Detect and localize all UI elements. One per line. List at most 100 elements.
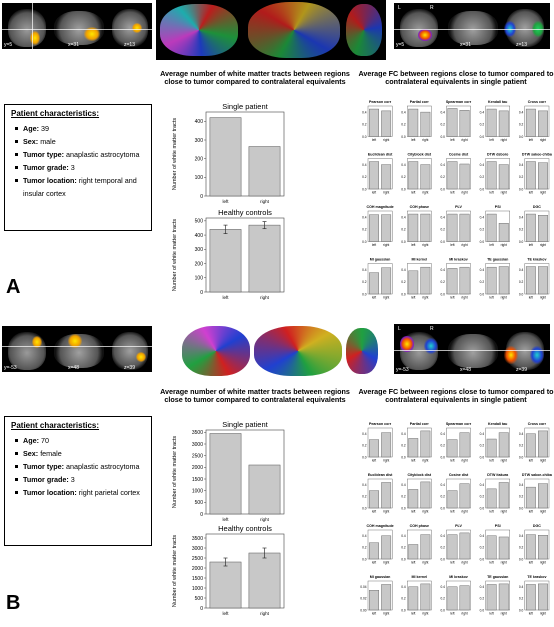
fc-y-tick-label: 0.0 (519, 608, 524, 612)
fc-bar (459, 266, 470, 295)
patient-tumor-location: Tumor location: right parietal cortex (15, 486, 151, 499)
fc-bar (538, 583, 548, 611)
fc-bar (459, 110, 470, 137)
fc-x-tick-label: right (461, 612, 467, 616)
fc-x-tick-label: right (461, 191, 467, 195)
fc-x-tick-label: right (422, 296, 428, 300)
fc-bar (525, 213, 536, 242)
fc-x-tick-label: left (450, 510, 454, 514)
fc-x-tick-label: left (490, 243, 494, 247)
fc-y-tick-label: 0.0 (480, 135, 485, 139)
fc-bar (447, 213, 458, 242)
fc-x-tick-label: left (411, 459, 415, 463)
fc-subplot-title: MI gaussian (370, 258, 391, 262)
fc-bar (447, 268, 458, 295)
fc-subplot-title: DTW dsboro (487, 153, 509, 157)
fc-x-tick-label: left (450, 459, 454, 463)
fc-y-tick-label: 0.4 (519, 215, 524, 219)
x-tick-label: right (260, 517, 270, 522)
x-tick-label: left (222, 611, 229, 616)
patient-title: Patient characteristics: (11, 421, 100, 430)
y-tick-label: 400 (195, 233, 204, 239)
fc-bar (408, 544, 419, 560)
fc-y-tick-label: 0.4 (480, 268, 485, 272)
fc-subplot-title: Pearson corr (369, 422, 392, 426)
fc-x-tick-label: right (461, 296, 467, 300)
fc-y-tick-label: 0.4 (401, 534, 406, 538)
panel-label-b: B (6, 592, 21, 614)
fc-x-tick-label: left (529, 191, 533, 195)
coord-label: y=5 (4, 42, 13, 48)
fc-x-tick-label: right (461, 243, 467, 247)
fc-y-tick-label: 0.4 (362, 268, 367, 272)
fc-bar (459, 483, 470, 509)
fc-y-tick-label: 0.2 (519, 546, 524, 550)
fc-bar (369, 542, 379, 560)
fc-y-tick-label: 0.0 (519, 557, 524, 561)
fc-y-tick-label: 0.2 (440, 123, 445, 127)
fc-y-tick-label: 0.0 (362, 135, 367, 139)
fc-y-tick-label: 0.4 (519, 163, 524, 167)
fc-y-tick-label: 0.4 (440, 432, 445, 436)
bar (209, 117, 242, 197)
fc-y-tick-label: 0.2 (480, 597, 485, 601)
fc-x-tick-label: right (422, 612, 428, 616)
fc-x-tick-label: right (540, 243, 546, 247)
fc-subplot-title: COH phase (410, 205, 429, 209)
fc-x-tick-label: left (411, 243, 415, 247)
fc-y-tick-label: 0.4 (401, 268, 406, 272)
bar (248, 464, 281, 515)
fc-y-tick-label: 0.0 (440, 240, 445, 244)
fc-y-tick-label: 0.04 (360, 585, 366, 589)
y-tick-label: 300 (195, 247, 204, 253)
fc-y-tick-label: 0.0 (401, 608, 406, 612)
fc-x-tick-label: right (501, 510, 507, 514)
coord-label: x=31 (460, 42, 471, 48)
fc-x-tick-label: left (450, 612, 454, 616)
fc-y-tick-label: 0.0 (362, 292, 367, 296)
y-tick-label: 0 (200, 194, 203, 200)
y-tick-label: 0 (200, 606, 203, 612)
brain-panel-a-right: L R y=5 x=31 z=13 (394, 3, 550, 49)
fc-x-tick-label: right (501, 561, 507, 565)
fc-y-tick-label: 0.4 (440, 215, 445, 219)
fc-y-tick-label: 0.0 (362, 187, 367, 191)
fc-y-tick-label: 0.4 (362, 483, 367, 487)
fc-bar (381, 535, 392, 560)
fc-bar (486, 161, 497, 190)
hemisphere-l: L (398, 326, 401, 332)
coord-label: z=13 (516, 42, 527, 48)
bar (248, 146, 281, 197)
fc-y-tick-label: 0.2 (519, 444, 524, 448)
fc-x-tick-label: left (450, 296, 454, 300)
fc-bar (498, 536, 509, 560)
fc-y-tick-label: 0.4 (480, 432, 485, 436)
y-tick-label: 100 (195, 276, 204, 282)
fc-bar (420, 534, 431, 560)
panel-label-a: A (6, 276, 21, 298)
coord-label: y=-53 (396, 367, 409, 373)
fc-bar (538, 483, 548, 509)
fc-y-tick-label: 0.0 (362, 506, 367, 510)
fc-subplot-title: MI kraskov (449, 575, 468, 579)
fc-bar (369, 108, 379, 137)
y-axis-label: Number of white matter tracts (172, 118, 178, 190)
fc-y-tick-label: 0.4 (480, 483, 485, 487)
fc-y-tick-label: 0.4 (401, 483, 406, 487)
fc-y-tick-label: 0.4 (440, 268, 445, 272)
fc-bar (486, 213, 497, 242)
fc-x-tick-label: right (540, 191, 546, 195)
y-tick-label: 2000 (192, 566, 203, 572)
x-tick-label: right (260, 295, 270, 300)
fc-x-tick-label: left (490, 296, 494, 300)
fc-y-tick-label: 0.2 (362, 444, 367, 448)
